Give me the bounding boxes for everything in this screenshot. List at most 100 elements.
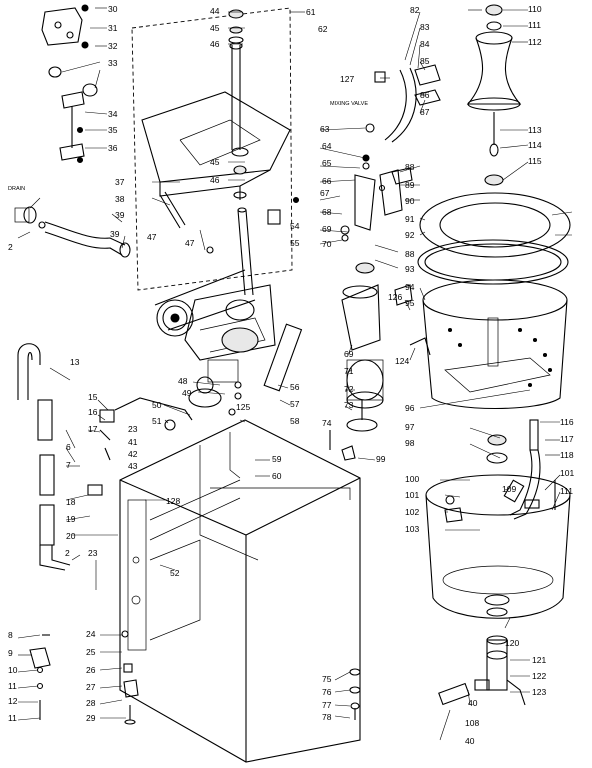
part-label: 54 bbox=[290, 221, 300, 231]
part-label: 48 bbox=[178, 376, 188, 386]
part-label: 74 bbox=[322, 418, 332, 428]
drain-hose-right bbox=[509, 419, 541, 520]
part-label: 116 bbox=[560, 417, 574, 427]
part-label: 38 bbox=[115, 194, 125, 204]
part-label: 90 bbox=[405, 196, 415, 206]
part-label: 127 bbox=[340, 74, 354, 84]
part-label: 66 bbox=[322, 176, 332, 186]
part-label: 83 bbox=[420, 22, 430, 32]
part-label: 25 bbox=[86, 647, 96, 657]
part-label: 23 bbox=[88, 548, 98, 558]
part-label: 57 bbox=[290, 399, 300, 409]
part-label: 111 bbox=[560, 486, 573, 496]
part-label: 68 bbox=[322, 207, 332, 217]
part-label: 8 bbox=[8, 630, 13, 640]
part-label: 58 bbox=[290, 416, 300, 426]
part-label: 19 bbox=[66, 514, 76, 524]
part-label: 7 bbox=[66, 460, 71, 470]
part-label: 112 bbox=[528, 37, 542, 47]
part-label: 65 bbox=[322, 158, 332, 168]
part-label: 39 bbox=[115, 210, 125, 220]
part-label: 35 bbox=[108, 125, 118, 135]
part-label: 101 bbox=[405, 490, 419, 500]
part-label: 45 bbox=[210, 23, 220, 33]
part-label: 61 bbox=[306, 7, 316, 17]
part-label: 2 bbox=[8, 242, 13, 252]
part-label: 34 bbox=[108, 109, 118, 119]
part-label: 117 bbox=[560, 434, 574, 444]
part-label: 46 bbox=[210, 175, 220, 185]
part-label: 118 bbox=[560, 450, 574, 460]
part-label: 85 bbox=[420, 56, 430, 66]
part-label: 95 bbox=[405, 298, 415, 308]
part-label: 86 bbox=[420, 90, 430, 100]
part-label: 123 bbox=[532, 687, 546, 697]
part-label: 11 bbox=[8, 713, 17, 723]
part-label: 42 bbox=[128, 449, 138, 459]
drain-note: DRAIN bbox=[8, 186, 25, 192]
tub-ring bbox=[417, 192, 571, 285]
drain-pump bbox=[438, 635, 526, 706]
part-label: 33 bbox=[108, 58, 118, 68]
part-label: 13 bbox=[70, 357, 80, 367]
part-label: 76 bbox=[322, 687, 332, 697]
part-label: 108 bbox=[465, 718, 479, 728]
part-label: 18 bbox=[66, 497, 76, 507]
part-label: 40 bbox=[468, 698, 478, 708]
hinge-bracket bbox=[41, 4, 89, 49]
part-label: 98 bbox=[405, 438, 415, 448]
part-label: 56 bbox=[290, 382, 300, 392]
part-label: 71 bbox=[344, 366, 354, 376]
part-label: 87 bbox=[420, 107, 430, 117]
part-label: 109 bbox=[502, 484, 516, 494]
part-label: 15 bbox=[88, 392, 98, 402]
part-label: 64 bbox=[322, 141, 332, 151]
motor-assembly bbox=[341, 284, 384, 432]
part-label: 69 bbox=[344, 349, 354, 359]
part-label: 39 bbox=[110, 229, 120, 239]
part-label: 17 bbox=[88, 424, 98, 434]
part-label: 88 bbox=[405, 249, 415, 259]
part-label: 91 bbox=[405, 214, 415, 224]
part-label: 26 bbox=[86, 665, 96, 675]
part-label: 45 bbox=[210, 157, 220, 167]
part-label: 124 bbox=[395, 356, 409, 366]
part-label: 101 bbox=[560, 468, 574, 478]
part-label: 6 bbox=[66, 442, 71, 452]
part-label: 55 bbox=[290, 238, 300, 248]
part-label: 121 bbox=[532, 655, 546, 665]
part-label: 126 bbox=[388, 292, 402, 302]
part-label: 99 bbox=[376, 454, 386, 464]
part-label: 82 bbox=[410, 5, 420, 15]
part-label: 89 bbox=[405, 180, 415, 190]
part-label: 77 bbox=[322, 700, 332, 710]
part-label: 59 bbox=[272, 454, 282, 464]
part-label: 49 bbox=[182, 388, 192, 398]
part-label: 43 bbox=[128, 461, 138, 471]
part-number-labels: 30 31 32 33 34 35 36 44 45 46 45 46 61 6… bbox=[8, 4, 574, 746]
water-inlet-valve bbox=[87, 397, 193, 496]
part-label: 63 bbox=[320, 124, 330, 134]
part-label: 114 bbox=[528, 140, 542, 150]
part-label: 120 bbox=[505, 638, 519, 648]
part-label: 94 bbox=[405, 282, 415, 292]
part-label: 20 bbox=[66, 531, 76, 541]
fill-hose bbox=[17, 343, 71, 571]
part-label: 9 bbox=[8, 648, 13, 658]
part-label: 67 bbox=[320, 188, 330, 198]
part-label: 122 bbox=[532, 671, 546, 681]
part-label: 29 bbox=[86, 713, 96, 723]
part-label: 40 bbox=[465, 736, 475, 746]
part-label: 28 bbox=[86, 698, 96, 708]
part-label: 12 bbox=[8, 696, 18, 706]
part-label: 2 bbox=[65, 548, 70, 558]
part-label: 72 bbox=[344, 384, 354, 394]
part-label: 41 bbox=[128, 437, 138, 447]
part-label: 50 bbox=[152, 400, 162, 410]
part-label: 36 bbox=[108, 143, 118, 153]
agitator bbox=[466, 4, 522, 186]
part-label: 88 bbox=[405, 162, 415, 172]
part-label: 100 bbox=[405, 474, 419, 484]
part-label: 31 bbox=[108, 23, 118, 33]
